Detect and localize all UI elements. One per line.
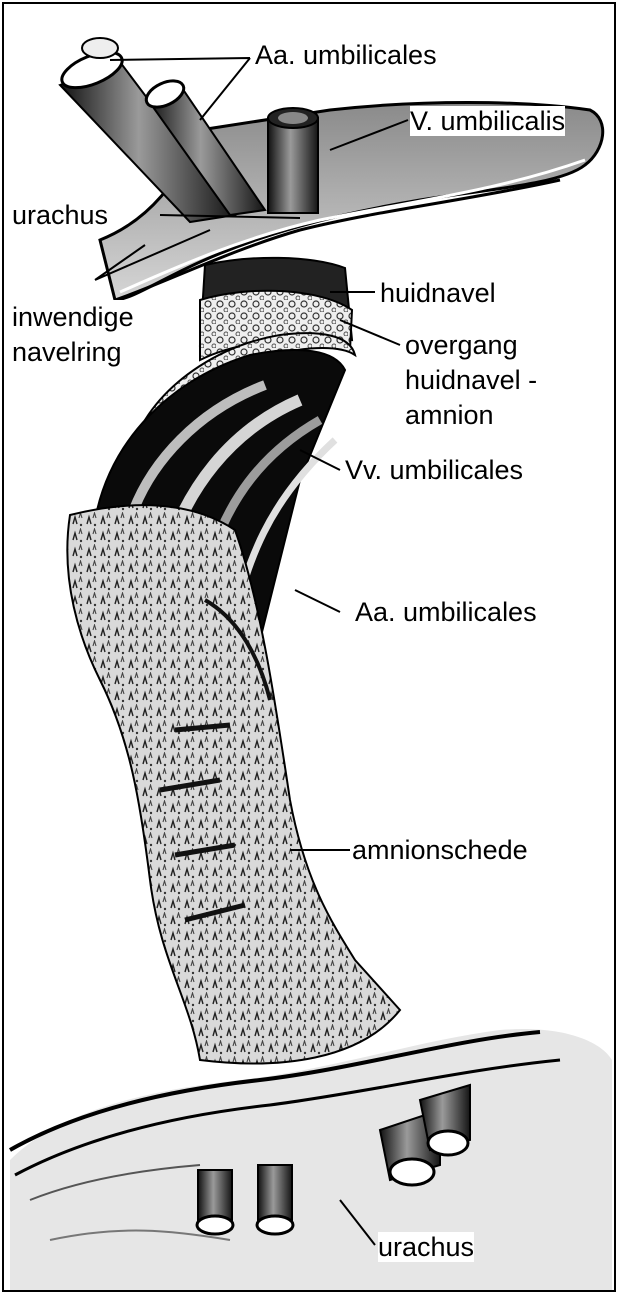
label-urachus-top: urachus	[12, 200, 108, 230]
label-inwendige-line-2: navelring	[12, 335, 122, 370]
label-huidnavel: huidnavel	[380, 278, 496, 308]
label-aa-umbilicales-mid: Aa. umbilicales	[355, 597, 537, 627]
amnion-sheath	[67, 505, 400, 1063]
label-overgang: overgang huidnavel - amnion	[405, 328, 537, 433]
label-aa-umbilicales-top: Aa. umbilicales	[255, 40, 437, 70]
label-overgang-line-2: huidnavel -	[405, 363, 537, 398]
abdominal-wall-bottom	[10, 1029, 612, 1290]
label-overgang-line-3: amnion	[405, 398, 494, 433]
label-inwendige-navelring: inwendige navelring	[12, 300, 134, 370]
label-v-umbilicalis: V. umbilicalis	[410, 106, 565, 136]
label-overgang-line-1: overgang	[405, 328, 518, 363]
label-urachus-bottom: urachus	[378, 1232, 474, 1262]
label-vv-umbilicales: Vv. umbilicales	[345, 455, 523, 485]
label-amnionschede: amnionschede	[352, 835, 528, 865]
label-inwendige-line-1: inwendige	[12, 300, 134, 335]
